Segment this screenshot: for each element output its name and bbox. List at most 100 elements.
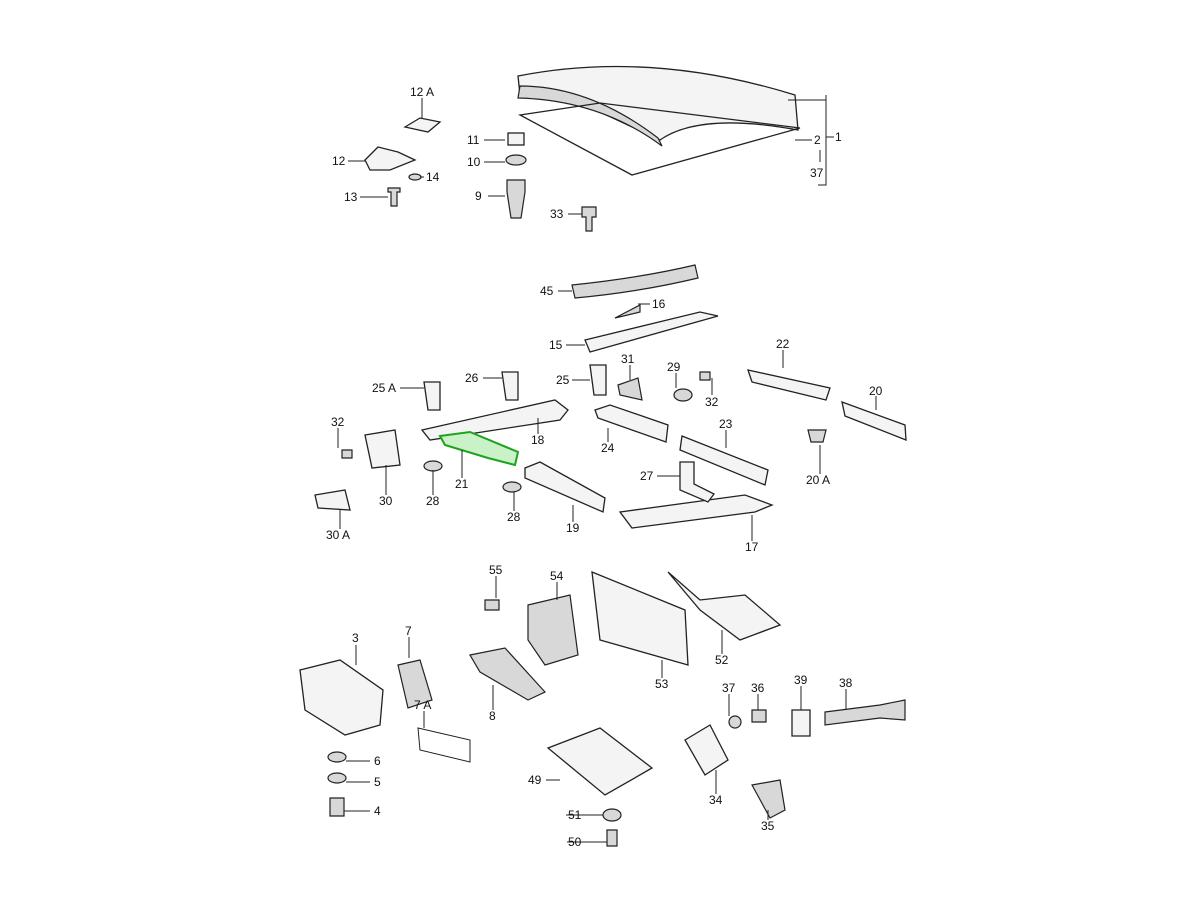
part-14[interactable] [408,173,422,181]
label-30[interactable]: 30 [379,494,393,508]
label-38[interactable]: 38 [839,676,853,690]
part-51[interactable] [602,808,622,822]
part-13[interactable] [387,187,401,207]
part-24[interactable] [594,404,669,443]
label-6[interactable]: 6 [374,754,381,768]
label-11[interactable]: 11 [467,133,480,147]
part-7[interactable] [397,659,433,709]
part-15[interactable] [584,311,719,353]
label-53[interactable]: 53 [655,677,669,691]
label-37-lower[interactable]: 37 [722,681,736,695]
part-32-right[interactable] [699,371,711,381]
part-roof-panel[interactable] [517,65,799,147]
label-24[interactable]: 24 [601,441,615,455]
label-54[interactable]: 54 [550,569,564,583]
label-29[interactable]: 29 [667,360,681,374]
part-8[interactable] [469,647,546,701]
part-26[interactable] [501,371,519,401]
part-25a[interactable] [423,381,441,411]
label-25a[interactable]: 25 A [372,381,396,395]
label-19[interactable]: 19 [566,521,580,535]
label-32-right[interactable]: 32 [705,395,719,409]
label-49[interactable]: 49 [528,773,542,787]
label-27[interactable]: 27 [640,469,654,483]
part-30a[interactable] [314,489,351,511]
part-19[interactable] [524,461,606,513]
label-31[interactable]: 31 [621,352,635,366]
part-37-lower[interactable] [728,715,742,729]
part-12[interactable] [364,146,417,171]
part-roof-liner[interactable] [517,102,801,176]
part-12a[interactable] [403,117,442,133]
part-54[interactable] [527,594,579,666]
part-20[interactable] [841,400,907,441]
label-21[interactable]: 21 [455,477,469,491]
label-16[interactable]: 16 [652,297,666,311]
label-12a[interactable]: 12 A [410,85,434,99]
label-39[interactable]: 39 [794,673,808,687]
part-6[interactable] [327,751,347,763]
label-9[interactable]: 9 [475,189,482,203]
part-28-left[interactable] [423,460,443,472]
label-32-left[interactable]: 32 [331,415,345,429]
part-11[interactable] [507,132,525,146]
part-5[interactable] [327,772,347,784]
label-5[interactable]: 5 [374,775,381,789]
label-30a[interactable]: 30 A [326,528,350,542]
part-55[interactable] [484,599,500,611]
part-49[interactable] [546,727,654,796]
label-45[interactable]: 45 [540,284,554,298]
label-35[interactable]: 35 [761,819,775,833]
label-23[interactable]: 23 [719,417,733,431]
part-10[interactable] [505,154,527,166]
part-18[interactable] [420,399,569,441]
part-33[interactable] [581,206,597,232]
label-8[interactable]: 8 [489,709,496,723]
label-10[interactable]: 10 [467,155,481,169]
label-7[interactable]: 7 [405,624,412,638]
part-29[interactable] [673,388,693,402]
label-22[interactable]: 22 [776,337,790,351]
part-35[interactable] [751,779,786,819]
part-21[interactable] [438,430,520,467]
part-38[interactable] [824,699,906,726]
label-2[interactable]: 2 [814,133,821,147]
label-4[interactable]: 4 [374,804,381,818]
part-3[interactable] [299,659,384,736]
part-36[interactable] [751,709,767,723]
part-52[interactable] [667,571,782,641]
label-55[interactable]: 55 [489,563,503,577]
part-45[interactable] [571,264,699,299]
part-34[interactable] [684,724,729,776]
part-23[interactable] [679,435,769,486]
label-1[interactable]: 1 [835,130,842,144]
label-20a[interactable]: 20 A [806,473,830,487]
part-7a[interactable] [417,727,471,763]
label-36[interactable]: 36 [751,681,765,695]
part-53[interactable] [591,570,689,666]
label-28-right[interactable]: 28 [507,510,521,524]
label-7a[interactable]: 7 A [414,698,431,712]
label-18[interactable]: 18 [531,433,545,447]
label-17[interactable]: 17 [745,540,759,554]
label-14[interactable]: 14 [426,170,440,184]
part-50[interactable] [606,829,618,847]
label-28-left[interactable]: 28 [426,494,440,508]
part-20a[interactable] [807,429,827,443]
part-16[interactable] [614,304,641,319]
part-9[interactable] [506,179,526,219]
part-28-right[interactable] [502,481,522,493]
label-33[interactable]: 33 [550,207,564,221]
label-3[interactable]: 3 [352,631,359,645]
label-20[interactable]: 20 [869,384,883,398]
part-39[interactable] [791,709,811,737]
part-30[interactable] [364,429,401,469]
label-25[interactable]: 25 [556,373,570,387]
part-31[interactable] [617,377,643,401]
label-12[interactable]: 12 [332,154,346,168]
part-4[interactable] [329,797,345,817]
label-51[interactable]: 51 [568,808,582,822]
label-26[interactable]: 26 [465,371,479,385]
label-34[interactable]: 34 [709,793,723,807]
label-50[interactable]: 50 [568,835,582,849]
